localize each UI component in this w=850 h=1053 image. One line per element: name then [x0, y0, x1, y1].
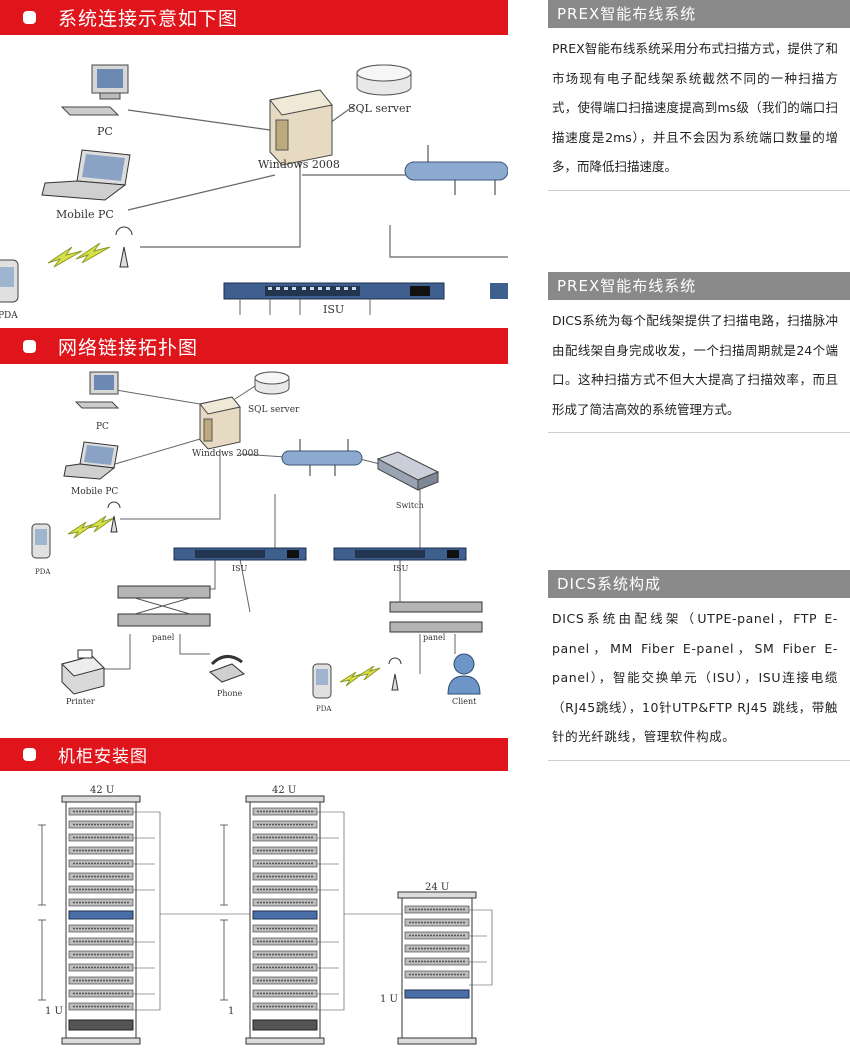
database-icon: [356, 64, 412, 96]
label-mobile-pc: Mobile PC: [71, 487, 118, 497]
system-connection-diagram: PC Mobile PC Windows 2008 SQL server PDA: [0, 64, 508, 320]
antenna-icon: [115, 226, 133, 268]
wireless-icon: [47, 242, 111, 268]
section-title: 系统连接示意如下图: [58, 8, 239, 30]
switch-icon: [376, 451, 440, 491]
patch-panel-right-icon: [389, 601, 483, 633]
label-panel-right: panel: [423, 633, 446, 642]
bullet-icon: [23, 748, 36, 761]
section-title: 机柜安装图: [58, 747, 148, 767]
network-backbone-icon: [404, 145, 508, 195]
label-rack3-top: 24 U: [425, 882, 449, 893]
isu-unit-left-icon: [173, 547, 307, 561]
bullet-icon: [23, 339, 36, 353]
label-windows: Windows 2008: [258, 158, 340, 171]
label-rack2-bottom: 1: [228, 1006, 234, 1017]
server-icon: [269, 89, 333, 166]
isu-unit-right-icon: [333, 547, 467, 561]
label-rack3-bottom: 1 U: [380, 994, 398, 1005]
label-pc: PC: [96, 422, 109, 432]
rack-24u-right: [397, 891, 493, 1045]
label-windows: Windows 2008: [192, 449, 259, 459]
label-client: Client: [452, 697, 477, 706]
pc-icon: [74, 371, 120, 409]
label-isu-right: ISU: [393, 564, 409, 573]
rack-42u-middle: [220, 795, 345, 1045]
isu-unit-icon: [223, 282, 508, 300]
label-rack2-top: 42 U: [272, 785, 296, 796]
label-switch: Switch: [396, 501, 424, 510]
client-user-icon: [447, 653, 481, 695]
label-isu: ISU: [323, 303, 344, 316]
printer-icon: [61, 649, 105, 695]
antenna-icon: [388, 657, 402, 691]
network-topology-diagram: PC Mobile PC Windows 2008 SQL server Swi…: [31, 371, 483, 713]
panel-body: PREX智能布线系统采用分布式扫描方式，提供了和市场现有电子配线架系统截然不同的…: [548, 28, 850, 191]
laptop-icon: [41, 149, 131, 201]
section-header-topology: 网络链接拓扑图: [0, 328, 508, 364]
label-printer: Printer: [66, 697, 95, 706]
label-phone: Phone: [217, 689, 243, 698]
bullet-icon: [23, 11, 36, 24]
wireless-icon: [339, 665, 381, 687]
panel-title: PREX智能布线系统: [548, 272, 850, 300]
label-mobile-pc: Mobile PC: [56, 208, 114, 221]
label-pda: PDA: [0, 311, 18, 320]
label-rack1-bottom: 1 U: [45, 1006, 63, 1017]
label-pda-right: PDA: [316, 705, 332, 713]
section-title: 网络链接拓扑图: [58, 336, 199, 359]
phone-icon: [209, 655, 245, 683]
info-panel-dics-composition: DICS系统构成 DICS系统由配线架（UTPE-panel，FTP E-pan…: [548, 570, 850, 761]
label-sql: SQL server: [348, 102, 411, 115]
database-icon: [254, 371, 290, 395]
pda-icon: [0, 259, 19, 303]
pda-icon: [31, 523, 51, 559]
panel-title: DICS系统构成: [548, 570, 850, 598]
pc-icon: [60, 64, 129, 116]
label-sql: SQL server: [248, 405, 300, 415]
network-backbone-icon: [281, 439, 363, 476]
rack-42u-left: [38, 795, 161, 1045]
label-pda-left: PDA: [35, 568, 51, 576]
laptop-icon: [63, 441, 119, 480]
panel-body: DICS系统由配线架（UTPE-panel，FTP E-panel，MM Fib…: [548, 598, 850, 761]
section-header-cabinet: 机柜安装图: [0, 738, 508, 771]
panel-title: PREX智能布线系统: [548, 0, 850, 28]
server-icon: [199, 396, 241, 450]
label-pc: PC: [97, 125, 113, 138]
pda-right-icon: [312, 663, 332, 699]
label-rack1-top: 42 U: [90, 785, 114, 796]
label-isu-left: ISU: [232, 564, 248, 573]
antenna-icon: [107, 501, 121, 533]
wireless-icon: [67, 515, 115, 539]
info-panel-scan-circuit: PREX智能布线系统 DICS系统为每个配线架提供了扫描电路，扫描脉冲由配线架自…: [548, 272, 850, 433]
cabinet-installation-diagram: 42 U 1 U 42 U 1: [38, 785, 493, 1045]
patch-panel-left-icon: [117, 585, 211, 627]
panel-body: DICS系统为每个配线架提供了扫描电路，扫描脉冲由配线架自身完成收发，一个扫描周…: [548, 300, 850, 433]
info-panel-distributed-scan: PREX智能布线系统 PREX智能布线系统采用分布式扫描方式，提供了和市场现有电…: [548, 0, 850, 191]
label-panel-left: panel: [152, 633, 175, 642]
section-header-system-connection: 系统连接示意如下图: [0, 0, 508, 35]
